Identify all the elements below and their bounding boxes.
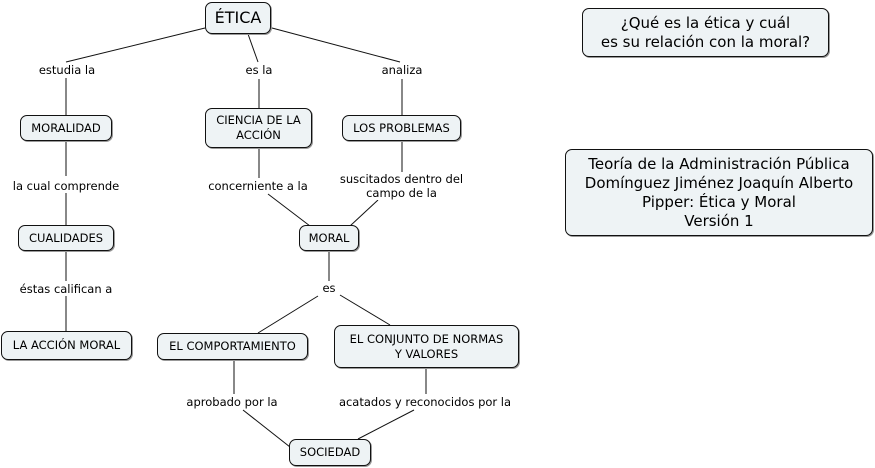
node-cualidades[interactable]: CUALIDADES	[18, 225, 114, 251]
link-label-es-la: es la	[240, 63, 278, 77]
node-etica[interactable]: ÉTICA	[205, 2, 271, 34]
link-label-suscitados: suscitados dentro del campo de la	[333, 172, 470, 200]
link-label-analiza: analiza	[377, 63, 427, 77]
link-label-comprende: la cual comprende	[8, 179, 124, 193]
node-ciencia-de-la-accion[interactable]: CIENCIA DE LA ACCIÓN	[205, 108, 312, 148]
link-label-concerniente: concerniente a la	[202, 179, 314, 193]
info-box: Teoría de la Administración Pública Domí…	[565, 149, 873, 236]
node-moralidad[interactable]: MORALIDAD	[20, 115, 112, 141]
node-conjunto-de-normas[interactable]: EL CONJUNTO DE NORMAS Y VALORES	[334, 325, 519, 368]
question-box: ¿Qué es la ética y cuál es su relación c…	[582, 8, 829, 57]
link-label-estudia: estudia la	[34, 63, 100, 77]
node-el-comportamiento[interactable]: EL COMPORTAMIENTO	[157, 333, 308, 360]
node-moral[interactable]: MORAL	[299, 225, 359, 251]
link-label-califican: éstas califican a	[14, 282, 118, 296]
link-label-acatados: acatados y reconocidos por la	[330, 395, 520, 409]
link-label-aprobado: aprobado por la	[181, 395, 283, 409]
node-la-accion-moral[interactable]: LA ACCIÓN MORAL	[1, 331, 132, 360]
link-label-es: es	[318, 281, 340, 295]
node-sociedad[interactable]: SOCIEDAD	[289, 439, 371, 466]
node-los-problemas[interactable]: LOS PROBLEMAS	[342, 115, 461, 141]
